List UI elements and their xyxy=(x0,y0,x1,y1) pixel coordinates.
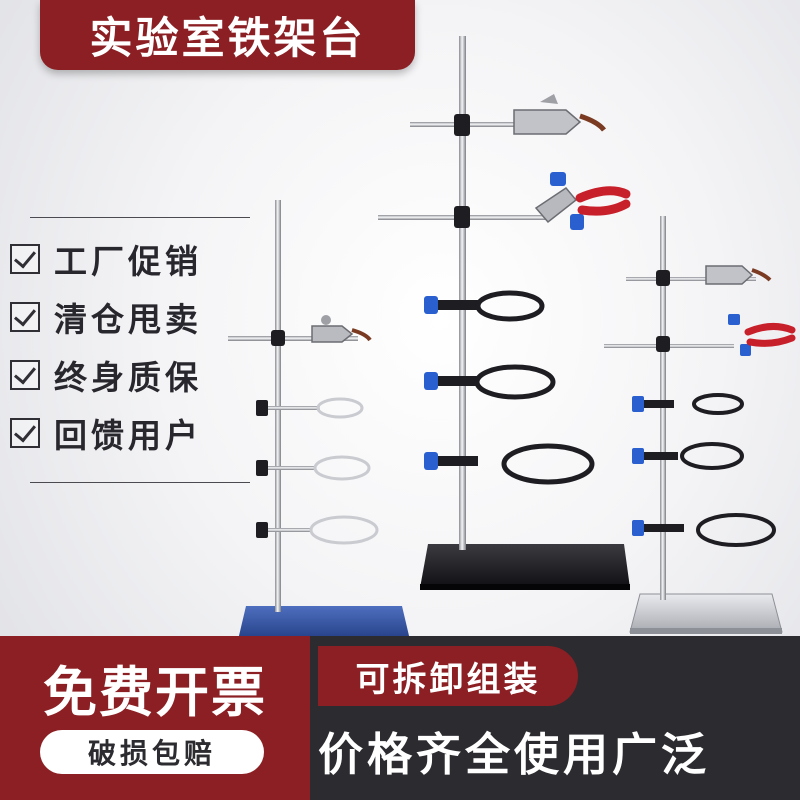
feature-item: 清仓甩卖 xyxy=(10,288,250,346)
feature-item: 回馈用户 xyxy=(10,404,250,462)
checkbox-icon xyxy=(10,244,40,274)
large-stand xyxy=(378,36,631,590)
slogan-text: 价格齐全使用广泛 xyxy=(318,728,711,781)
detachable-text: 可拆卸组装 xyxy=(355,659,541,700)
title-banner: 实验室铁架台 xyxy=(40,0,415,70)
checkbox-icon xyxy=(10,360,40,390)
stand-rod xyxy=(459,36,466,550)
free-invoice-text: 免费开票 xyxy=(43,661,267,724)
feature-label: 回馈用户 xyxy=(54,416,202,455)
silver-base xyxy=(629,593,783,633)
feature-label: 清仓甩卖 xyxy=(54,300,202,339)
blue-base xyxy=(238,606,410,640)
damage-compensation-text: 破损包赔 xyxy=(87,737,216,770)
divider-top xyxy=(30,217,250,218)
detachable-tag: 可拆卸组装 xyxy=(318,646,578,706)
small-stand xyxy=(228,200,410,642)
feature-item: 工厂促销 xyxy=(10,230,250,288)
feature-label: 工厂促销 xyxy=(54,242,202,281)
checkbox-icon xyxy=(10,302,40,332)
feature-list: 工厂促销 清仓甩卖 终身质保 回馈用户 xyxy=(10,230,250,462)
divider-bottom xyxy=(30,482,250,483)
checkbox-icon xyxy=(10,418,40,448)
feature-item: 终身质保 xyxy=(10,346,250,404)
black-base xyxy=(420,544,630,588)
damage-compensation-badge: 破损包赔 xyxy=(40,730,264,774)
page-title: 实验室铁架台 xyxy=(89,14,366,64)
medium-stand xyxy=(604,216,796,634)
feature-label: 终身质保 xyxy=(54,358,202,397)
